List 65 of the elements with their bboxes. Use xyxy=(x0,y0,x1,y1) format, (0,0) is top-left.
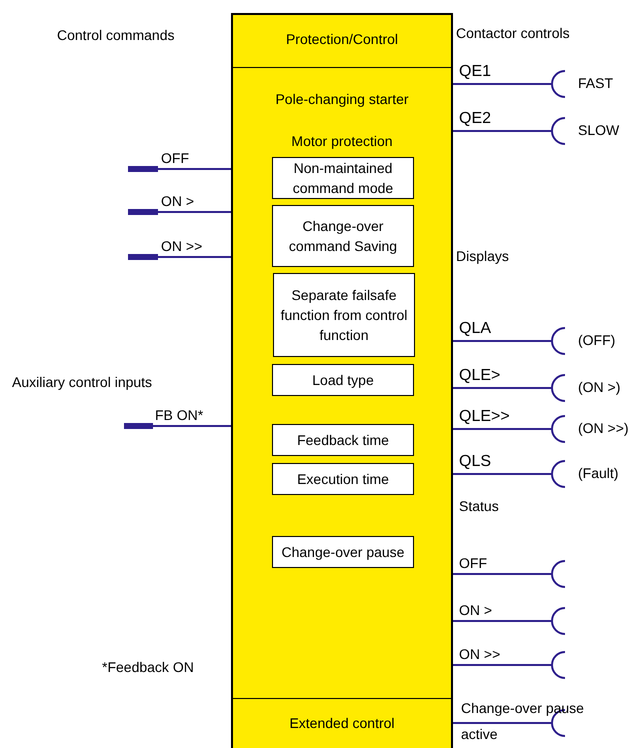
section-label: Displays xyxy=(456,248,509,264)
connector-line xyxy=(453,83,552,85)
connector-line xyxy=(453,473,552,475)
connector-line xyxy=(158,168,231,170)
signal-label: ON > xyxy=(161,193,194,209)
block-heading: Motor protection xyxy=(290,133,394,149)
connector-line xyxy=(158,256,231,258)
signal-label: QE1 xyxy=(459,63,492,81)
connector-line xyxy=(453,722,552,724)
section-heading: Protection/Control xyxy=(284,31,400,47)
signal-label: OFF xyxy=(459,555,487,571)
function-box: Change-over pause xyxy=(272,536,414,568)
block-heading: Pole-changing starter xyxy=(274,91,410,107)
function-box: Non-maintained command mode xyxy=(272,157,414,199)
signal-label: QLS xyxy=(459,453,492,471)
signal-label: QLE> xyxy=(459,367,500,385)
input-plug xyxy=(128,209,158,215)
connector-line xyxy=(153,425,231,427)
connector-line xyxy=(453,340,552,342)
output-socket xyxy=(551,607,566,635)
signal-label: QLE>> xyxy=(459,408,510,426)
output-socket xyxy=(551,415,566,443)
output-socket xyxy=(551,460,566,488)
input-plug xyxy=(128,166,158,172)
connector-line xyxy=(453,387,552,389)
function-box: Feedback time xyxy=(272,424,414,456)
signal-description: (Fault) xyxy=(578,465,618,481)
output-socket xyxy=(551,651,566,679)
signal-label: ON >> xyxy=(161,238,202,254)
signal-description: (ON >) xyxy=(578,379,620,395)
input-plug xyxy=(124,423,153,429)
section-label: Control commands xyxy=(57,27,174,43)
output-socket xyxy=(551,374,566,402)
function-box: Execution time xyxy=(272,463,414,495)
connector-line xyxy=(158,211,231,213)
section-heading: Extended control xyxy=(288,715,396,731)
connector-line xyxy=(453,664,552,666)
output-socket xyxy=(551,560,566,588)
connector-line xyxy=(453,428,552,430)
output-socket xyxy=(551,70,566,98)
signal-label: Change-over pause active xyxy=(461,699,585,744)
function-box: Load type xyxy=(272,364,414,396)
section-label: Contactor controls xyxy=(456,25,570,41)
function-block xyxy=(231,13,453,748)
signal-label: ON >> xyxy=(459,646,500,662)
signal-label: ON > xyxy=(459,602,492,618)
section-label: Auxiliary control inputs xyxy=(12,374,152,390)
signal-description: FAST xyxy=(578,75,614,91)
signal-label: QLA xyxy=(459,320,492,338)
signal-label: OFF xyxy=(161,150,189,166)
signal-label: FB ON* xyxy=(155,407,204,423)
connector-line xyxy=(453,573,552,575)
signal-label: QE2 xyxy=(459,110,492,128)
section-label: *Feedback ON xyxy=(102,659,194,675)
output-socket xyxy=(551,327,566,355)
connector-line xyxy=(453,130,552,132)
input-plug xyxy=(128,254,158,260)
output-socket xyxy=(551,117,566,145)
signal-description: SLOW xyxy=(578,122,620,138)
connector-line xyxy=(453,620,552,622)
signal-description: (OFF) xyxy=(578,332,616,348)
section-label: Status xyxy=(459,498,499,514)
signal-description: (ON >>) xyxy=(578,420,629,436)
function-box: Separate failsafe function from control function xyxy=(273,273,415,357)
function-box: Change-over command Saving xyxy=(272,205,414,267)
